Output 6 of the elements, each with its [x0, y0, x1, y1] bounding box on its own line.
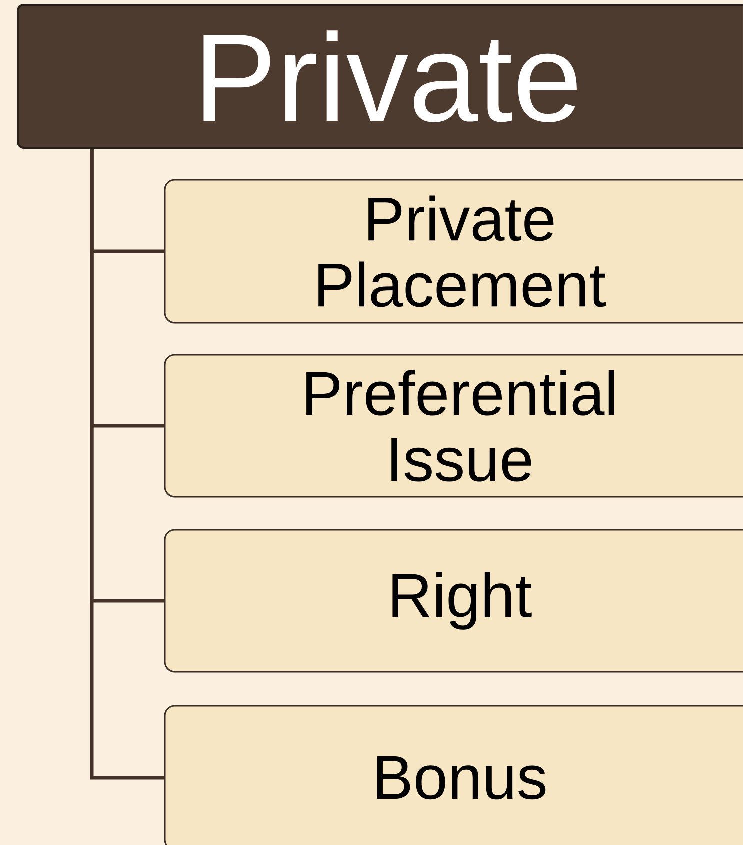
item-box: Right [164, 529, 743, 673]
connector-line [90, 149, 164, 780]
title-box: Private [17, 4, 743, 149]
item-box: Preferential Issue [164, 354, 743, 498]
item-box: Private Placement [164, 179, 743, 324]
item-box: Bonus [164, 705, 743, 845]
